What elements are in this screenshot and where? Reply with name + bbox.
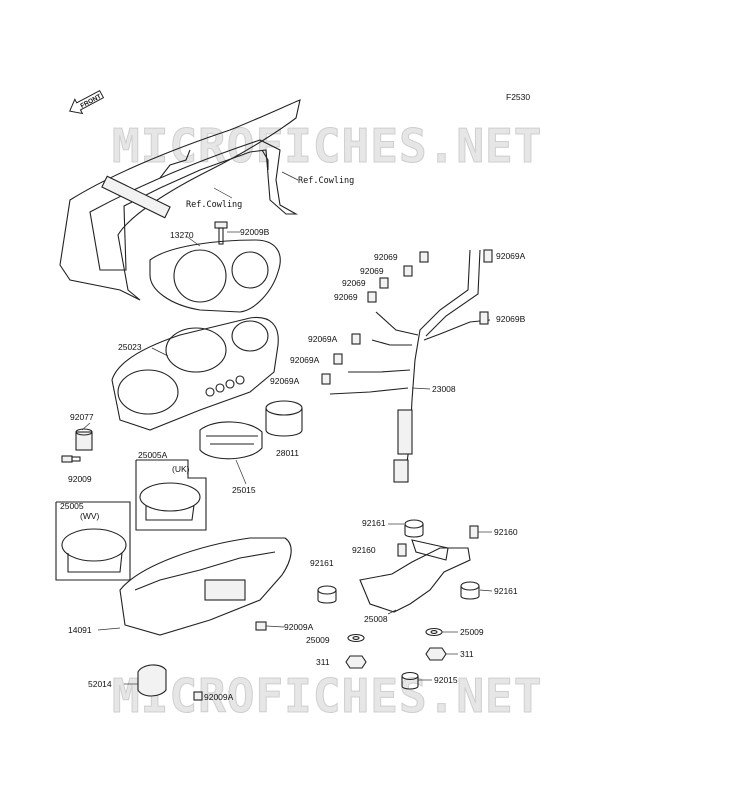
ref-cowling-right: Ref.Cowling: [298, 176, 354, 186]
label-92069B: 92069B: [496, 314, 526, 324]
gauge-25015: [199, 421, 263, 460]
label-92161-right: 92161: [494, 586, 518, 596]
label-311-right: 311: [460, 649, 474, 659]
front-arrow-icon: FRONT: [69, 89, 105, 115]
figure-code: F2530: [506, 92, 530, 102]
label-25005A: 25005A: [138, 450, 168, 460]
terminal-92069A-3: [321, 373, 331, 385]
ref-cowling-left: Ref.Cowling: [186, 200, 242, 210]
gauge-28011: [265, 400, 303, 437]
label-uk: (UK): [172, 464, 190, 474]
bracket-25008: [359, 539, 471, 613]
terminal-92069A-1: [351, 333, 361, 345]
collar-92160-right: [469, 525, 479, 539]
screw-92009A-bottom: [193, 691, 203, 701]
label-92069-3: 92069: [342, 278, 366, 288]
grommet-92161-top: [404, 519, 424, 538]
terminal-92069-3: [379, 277, 389, 289]
label-92069A-1: 92069A: [308, 334, 338, 344]
label-23008: 23008: [432, 384, 456, 394]
label-13270: 13270: [170, 230, 194, 240]
screw-92009B: [214, 221, 228, 245]
label-92161-left: 92161: [310, 558, 334, 568]
screw-92009A-case: [255, 621, 267, 631]
terminal-92069A-right: [483, 249, 493, 263]
collar-92160-left: [397, 543, 407, 557]
speedometer-25005: [61, 528, 127, 573]
label-25009-left: 25009: [306, 635, 330, 645]
label-92160-right: 92160: [494, 527, 518, 537]
label-92077: 92077: [70, 412, 94, 422]
gasket-13270: [149, 239, 281, 313]
terminal-92069B: [479, 311, 489, 325]
label-25023: 25023: [118, 342, 142, 352]
label-25008: 25008: [364, 614, 388, 624]
terminal-92069-1: [419, 251, 429, 263]
label-wv: (WV): [80, 511, 100, 521]
label-25005: 25005: [60, 501, 84, 511]
label-92009: 92009: [68, 474, 92, 484]
damper-92015: [401, 671, 419, 690]
label-25015: 25015: [232, 485, 256, 495]
label-311-left: 311: [316, 657, 330, 667]
label-92069A-3: 92069A: [270, 376, 300, 386]
label-52014: 52014: [88, 679, 112, 689]
label-92069-2: 92069: [360, 266, 384, 276]
washer-25009-left: [347, 633, 365, 643]
label-92161-top: 92161: [362, 518, 386, 528]
watermark-top: MICROFICHES.NET: [112, 119, 542, 173]
speedometer-25005A: [139, 482, 201, 521]
nut-311-left: [345, 655, 367, 669]
terminal-92069-4: [367, 291, 377, 303]
cowling-bracket: [59, 99, 301, 301]
label-92069A-2: 92069A: [290, 355, 320, 365]
grommet-92161-left: [317, 585, 337, 604]
label-25009-right: 25009: [460, 627, 484, 637]
screw-92009: [61, 455, 81, 463]
terminal-92069A-2: [333, 353, 343, 365]
label-92069-4: 92069: [334, 292, 358, 302]
label-28011: 28011: [276, 448, 299, 458]
terminal-92069-2: [403, 265, 413, 277]
label-92009B: 92009B: [240, 227, 270, 237]
washer-25009-right: [425, 627, 443, 637]
label-92009A-case: 92009A: [284, 622, 314, 632]
meter-cover-25023: [111, 316, 279, 431]
meter-case-14091: [119, 537, 292, 636]
label-92009A-bottom: 92009A: [204, 692, 234, 702]
grommet-92161-right: [460, 581, 480, 600]
label-92069A-right: 92069A: [496, 251, 526, 261]
gear-92077: [75, 428, 93, 451]
nut-311-right: [425, 647, 447, 661]
label-92160-left: 92160: [352, 545, 376, 555]
sensor-52014: [137, 664, 167, 697]
label-14091: 14091: [68, 625, 92, 635]
label-92015: 92015: [434, 675, 458, 685]
label-92069-1: 92069: [374, 252, 398, 262]
watermark-bottom: MICROFICHES.NET: [112, 669, 542, 723]
